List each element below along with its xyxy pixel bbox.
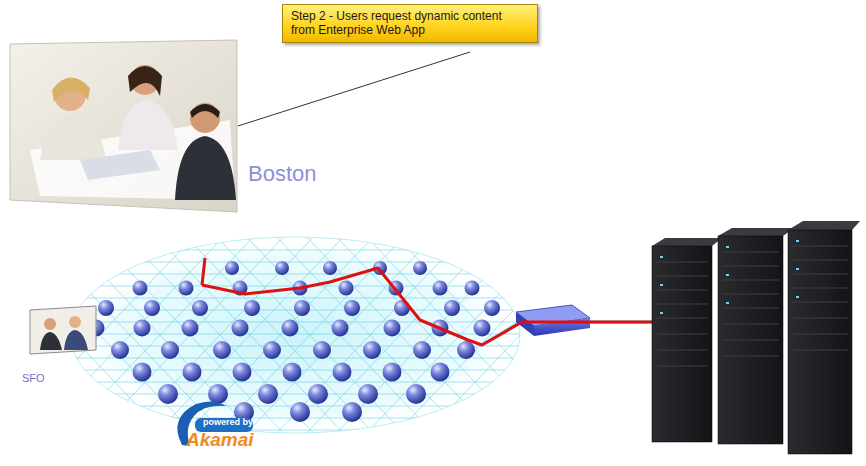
sphere-node — [134, 320, 151, 337]
sphere-node — [98, 300, 114, 316]
sfo-photo — [30, 306, 96, 354]
sphere-node — [333, 363, 352, 382]
sphere-node — [313, 341, 331, 359]
sphere-node — [263, 341, 281, 359]
leader-line — [238, 52, 470, 126]
sphere-node — [183, 363, 202, 382]
sphere-node — [465, 281, 480, 296]
sphere-node — [133, 363, 152, 382]
sphere-node — [111, 341, 129, 359]
office-photo — [10, 40, 237, 212]
sphere-node — [339, 281, 354, 296]
sphere-node — [158, 384, 178, 404]
sphere-node — [179, 281, 194, 296]
sphere-node — [233, 363, 252, 382]
city-label: Boston — [248, 162, 317, 186]
route-line — [202, 268, 662, 345]
sphere-node — [308, 384, 328, 404]
sphere-node — [275, 261, 289, 275]
sphere-node — [413, 341, 431, 359]
sphere-node — [342, 402, 362, 422]
sphere-node — [161, 341, 179, 359]
sphere-node — [232, 320, 249, 337]
sphere-node — [282, 320, 299, 337]
sphere-nodes — [88, 261, 501, 422]
sphere-node — [363, 341, 381, 359]
sphere-node — [406, 384, 426, 404]
mesh-grid — [0, 230, 620, 440]
callout-box: Step 2 - Users request dynamic content f… — [282, 4, 538, 43]
sphere-node — [444, 300, 460, 316]
sphere-node — [208, 384, 228, 404]
sphere-node — [358, 384, 378, 404]
sphere-node — [258, 384, 278, 404]
sphere-node — [244, 300, 260, 316]
sphere-node — [413, 261, 427, 275]
sphere-node — [192, 300, 208, 316]
sphere-node — [457, 341, 475, 359]
sphere-node — [283, 363, 302, 382]
sphere-node — [474, 320, 491, 337]
sphere-node — [225, 261, 239, 275]
city-label: SFO — [22, 372, 45, 384]
sphere-node — [133, 281, 148, 296]
logo-wordmark: Akamai — [186, 430, 254, 451]
sphere-node — [182, 320, 199, 337]
server-racks — [652, 221, 860, 454]
sphere-node — [323, 261, 337, 275]
sphere-node — [332, 320, 349, 337]
sphere-node — [213, 341, 231, 359]
sphere-node — [290, 402, 310, 422]
sphere-node — [484, 300, 500, 316]
route-line-start — [202, 258, 205, 285]
callout-text: Step 2 - Users request dynamic content f… — [291, 9, 529, 37]
sphere-node — [294, 300, 310, 316]
logo-text: powered by — [203, 418, 253, 428]
sphere-node — [431, 363, 450, 382]
sphere-node — [383, 363, 402, 382]
sphere-node — [144, 300, 160, 316]
sphere-node — [433, 281, 448, 296]
sphere-node — [384, 320, 401, 337]
sphere-node — [344, 300, 360, 316]
